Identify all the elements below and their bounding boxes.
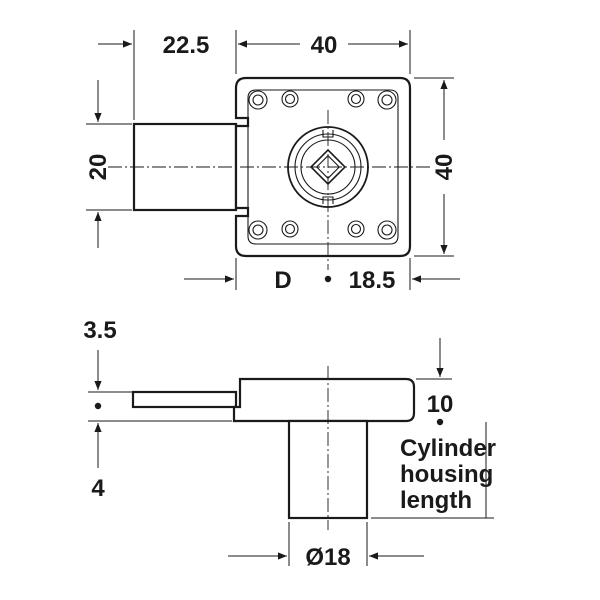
lock-plate-side — [232, 377, 416, 423]
screw-hole — [377, 90, 397, 110]
screw-hole — [347, 220, 365, 238]
inner-plate-outline — [247, 89, 399, 245]
dim-bolt-offset: 22.5 — [163, 32, 210, 59]
note-line-3: length — [400, 487, 472, 514]
note-line-1: Cylinder — [400, 435, 496, 462]
cylinder-notch — [322, 196, 334, 204]
screw-hole — [248, 90, 268, 110]
bolt-side — [131, 390, 238, 409]
dim-cylinder-diameter: Ø18 — [305, 544, 350, 571]
top-view: 22.5 40 20 40 D 18.5 — [85, 30, 460, 294]
dim-backset-label: D — [274, 267, 291, 294]
side-view: 3.5 4 10 Cylinder housing length Ø18 — [83, 317, 496, 571]
note-line-2: housing — [400, 461, 493, 488]
dim-width: 40 — [311, 32, 338, 59]
dim-backset: 18.5 — [349, 267, 396, 294]
center-dot — [324, 275, 332, 283]
reference-dot — [436, 418, 444, 426]
screw-hole — [281, 90, 299, 108]
reference-dot — [94, 402, 102, 410]
dim-bolt-height: 20 — [85, 154, 112, 181]
square-drive — [309, 148, 347, 186]
screw-hole — [347, 90, 365, 108]
dim-bolt-offset-side: 4 — [91, 475, 105, 502]
screw-hole — [377, 220, 397, 240]
square-drive-inner — [315, 154, 341, 180]
dim-bolt-thickness: 3.5 — [83, 317, 116, 344]
screw-hole — [248, 220, 268, 240]
dim-plate-thickness: 10 — [427, 391, 454, 418]
screw-hole — [281, 220, 299, 238]
dim-height: 40 — [431, 154, 458, 181]
